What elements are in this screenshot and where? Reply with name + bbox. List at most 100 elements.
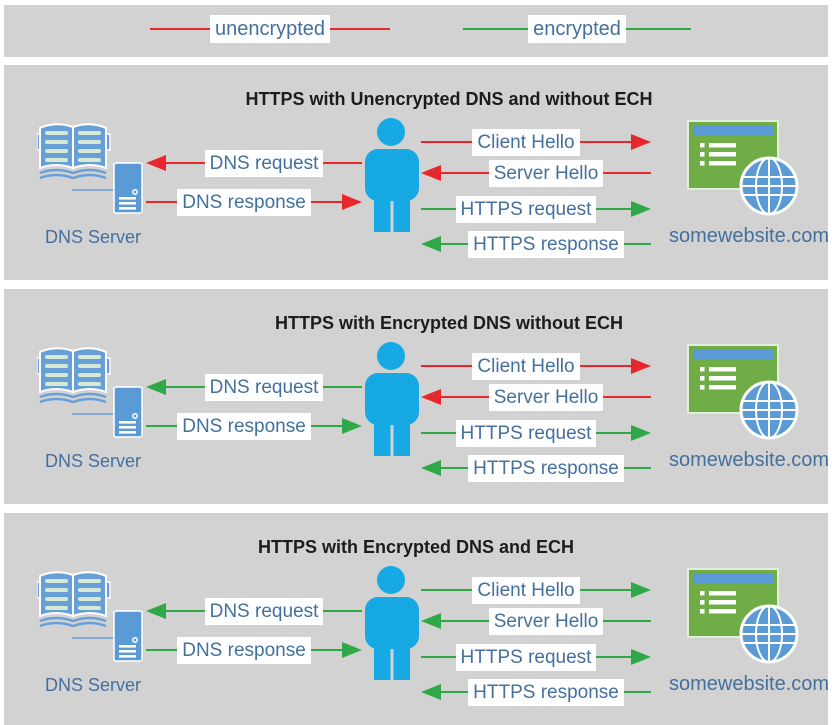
arrow-line xyxy=(623,467,652,469)
arrow-line xyxy=(421,589,473,591)
arrow-line xyxy=(323,610,362,612)
website-icon-slot xyxy=(687,344,799,440)
person-icon xyxy=(365,342,419,456)
legend-label-encrypted: encrypted xyxy=(528,15,626,43)
website-label: somewebsite.com xyxy=(668,449,830,471)
arrow-line xyxy=(441,691,469,693)
legend-bar: unencrypted encrypted xyxy=(4,5,828,57)
dns-server-icon xyxy=(36,123,143,214)
arrow-line xyxy=(146,649,178,651)
arrow-dns-request: DNS request xyxy=(146,373,362,401)
arrow-label: DNS response xyxy=(177,188,311,216)
arrow-line xyxy=(603,396,652,398)
arrow-label: Client Hello xyxy=(472,576,580,604)
panel-unencrypted-dns-no-ech: HTTPS with Unencrypted DNS and without E… xyxy=(4,65,829,280)
panel-title: HTTPS with Unencrypted DNS and without E… xyxy=(245,88,653,109)
arrow-line xyxy=(310,649,342,651)
arrow-dns-response: DNS response xyxy=(146,636,362,664)
arrowhead-left-icon xyxy=(146,379,166,395)
arrow-label: DNS response xyxy=(177,636,311,664)
arrowhead-right-icon xyxy=(342,194,362,210)
arrow-label: HTTPS request xyxy=(455,419,597,447)
arrowhead-left-icon xyxy=(421,684,441,700)
arrow-label: HTTPS request xyxy=(455,195,597,223)
arrow-line xyxy=(421,208,456,210)
website-icon-slot xyxy=(687,120,799,216)
arrow-line xyxy=(441,172,489,174)
arrow-line xyxy=(603,172,652,174)
website-icon xyxy=(687,344,799,440)
legend-line xyxy=(150,28,210,30)
arrow-server-hello: Server Hello xyxy=(421,383,652,411)
arrow-line xyxy=(441,243,469,245)
arrowhead-left-icon xyxy=(421,460,441,476)
arrow-line xyxy=(166,386,205,388)
dns-server-icon xyxy=(36,571,143,662)
arrow-line xyxy=(421,656,456,658)
arrow-line xyxy=(310,425,342,427)
arrowhead-right-icon xyxy=(342,642,362,658)
arrow-label: Client Hello xyxy=(472,128,580,156)
arrow-label: HTTPS response xyxy=(468,678,624,706)
website-icon-slot xyxy=(687,568,799,664)
dns-server-label: DNS Server xyxy=(45,227,142,247)
globe-icon xyxy=(739,604,799,664)
arrow-label: Server Hello xyxy=(488,607,604,635)
arrow-server-hello: Server Hello xyxy=(421,159,652,187)
website-icon xyxy=(687,568,799,664)
arrowhead-left-icon xyxy=(146,603,166,619)
arrow-line xyxy=(596,656,631,658)
arrowhead-left-icon xyxy=(421,165,441,181)
panel-title: HTTPS with Encrypted DNS without ECH xyxy=(274,312,623,333)
dns-server-label: DNS Server xyxy=(45,675,142,695)
arrow-line xyxy=(421,365,473,367)
arrow-line xyxy=(441,396,489,398)
panel-encrypted-dns-with-ech: HTTPS with Encrypted DNS and ECH DNS Ser… xyxy=(4,513,829,725)
panel-encrypted-dns-no-ech: HTTPS with Encrypted DNS without ECH DNS… xyxy=(4,289,829,504)
arrow-line xyxy=(623,691,652,693)
arrow-line xyxy=(596,208,631,210)
arrow-line xyxy=(421,432,456,434)
arrowhead-right-icon xyxy=(631,201,651,217)
legend-line xyxy=(330,28,391,30)
arrow-https-response: HTTPS response xyxy=(421,230,652,258)
arrow-label: HTTPS request xyxy=(455,643,597,671)
arrow-line xyxy=(579,365,631,367)
dns-server-icon-slot xyxy=(36,571,143,663)
legend-label-unencrypted: unencrypted xyxy=(209,15,331,43)
arrow-https-request: HTTPS request xyxy=(421,643,651,671)
arrow-line xyxy=(603,620,652,622)
arrow-line xyxy=(146,425,178,427)
legend-encrypted: encrypted xyxy=(463,15,691,43)
globe-icon xyxy=(739,380,799,440)
arrow-line xyxy=(441,467,469,469)
dns-server-icon xyxy=(36,347,143,438)
arrowhead-right-icon xyxy=(631,582,651,598)
legend-line xyxy=(625,28,691,30)
arrow-dns-request: DNS request xyxy=(146,597,362,625)
arrow-label: Server Hello xyxy=(488,159,604,187)
arrowhead-right-icon xyxy=(342,418,362,434)
arrow-line xyxy=(146,201,178,203)
arrowhead-left-icon xyxy=(421,613,441,629)
person-icon-slot xyxy=(362,566,422,680)
dns-server-label: DNS Server xyxy=(45,451,142,471)
legend-line xyxy=(463,28,529,30)
arrow-line xyxy=(441,620,489,622)
arrow-line xyxy=(323,162,362,164)
arrow-label: Server Hello xyxy=(488,383,604,411)
arrow-label: DNS request xyxy=(204,597,324,625)
globe-icon xyxy=(739,156,799,216)
arrow-line xyxy=(623,243,652,245)
website-icon xyxy=(687,120,799,216)
arrow-client-hello: Client Hello xyxy=(421,576,651,604)
arrowhead-left-icon xyxy=(421,389,441,405)
arrow-dns-request: DNS request xyxy=(146,149,362,177)
website-label: somewebsite.com xyxy=(668,673,830,695)
person-icon xyxy=(365,566,419,680)
arrowhead-right-icon xyxy=(631,425,651,441)
arrow-https-response: HTTPS response xyxy=(421,678,652,706)
arrowhead-right-icon xyxy=(631,134,651,150)
arrow-dns-response: DNS response xyxy=(146,412,362,440)
